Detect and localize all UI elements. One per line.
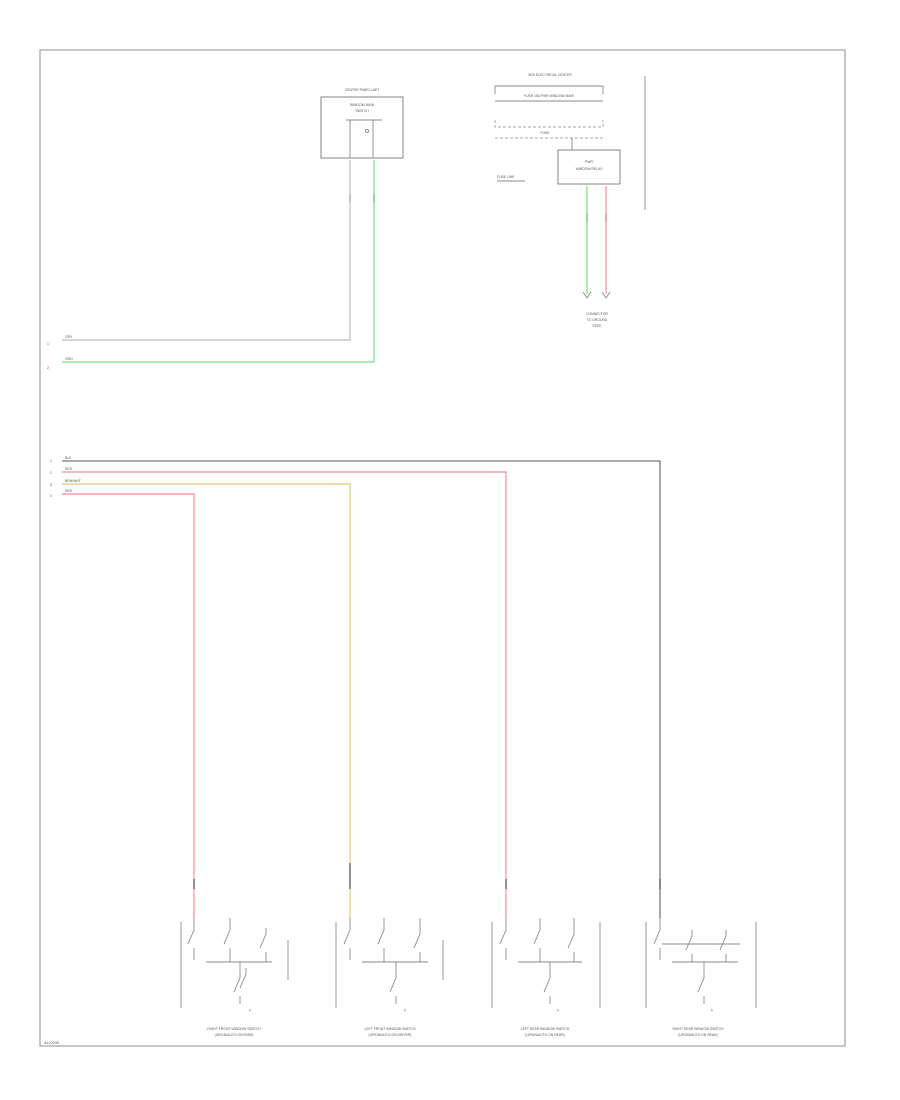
bus-wire-red-2: [62, 471, 507, 918]
link-label: FUSE: [540, 131, 550, 135]
electrical-center: SEE ELECTRICAL CENTER FUSE 15A PWR WINDO…: [494, 73, 646, 328]
fuse-label: FUSE 15A PWR WINDOW MAIN: [524, 94, 574, 98]
relay-arrow-a: [582, 291, 592, 299]
left-wire-1-num: 1: [47, 342, 49, 346]
center-panel-unit-box: [320, 96, 404, 159]
pwr-window-relay-box: [557, 149, 621, 185]
center-panel-unit-title: CENTER PANEL UNIT: [345, 88, 379, 92]
switch-right-front-label-1: RIGHT FRONT WINDOW SWITCH: [207, 1027, 261, 1031]
bus-wire-4-color: RED: [65, 489, 73, 493]
center-panel-unit-line-2: SWITCH: [355, 109, 369, 113]
bus-wire-brown-white: [62, 483, 351, 918]
bus-wire-2-num: 2: [50, 471, 52, 475]
switch-right-front-ground: ⏚: [248, 1007, 251, 1012]
switch-right-rear-label-1: RIGHT REAR WINDOW SWITCH: [673, 1027, 725, 1031]
bus-wire-3-num: 3: [50, 483, 52, 487]
left-wire-2-color: GRN: [65, 357, 73, 361]
center-panel-unit-line-1: WINDOW MAIN: [350, 103, 375, 107]
switch-left-rear-label-2: (UP/DN/AUTO ON REAR): [525, 1033, 565, 1037]
diagram-frame: [39, 49, 846, 1047]
pwr-window-relay-line-1: PWR: [585, 160, 593, 164]
switch-left-front: ⏚ LEFT FRONT WINDOW SWITCH (UP/DN/AUTO O…: [335, 918, 444, 1037]
feed-label-3: FEED: [592, 324, 602, 328]
switch-right-rear-label-2: (UP/DN/AUTO ON REAR): [678, 1033, 718, 1037]
switch-left-front-label-2: (UP/DN/AUTO ON DRIVER): [369, 1033, 412, 1037]
bus-wires: [62, 460, 661, 918]
page-code: A110205: [44, 1041, 59, 1045]
relay-arrow-b: [601, 291, 611, 299]
bus-wire-3-color: BRN/WHT: [65, 479, 81, 483]
switch-right-front-label-2: (UP/DN/AUTO ON PASS): [215, 1033, 254, 1037]
bus-wire-1-num: 1: [50, 459, 52, 463]
left-wire-2-num: 2: [47, 366, 49, 370]
pwr-window-relay-line-2: WINDOW RELAY: [576, 167, 603, 171]
gray-wire: [62, 160, 351, 341]
feed-label-2: TO GROUND: [587, 318, 608, 322]
center-panel-unit: CENTER PANEL UNIT WINDOW MAIN SWITCH: [320, 88, 404, 202]
feed-label-1: CONNECTOR: [586, 312, 608, 316]
bus-wire-black: [62, 460, 661, 918]
switch-left-rear-label-1: LEFT REAR WINDOW SWITCH: [521, 1027, 570, 1031]
switch-left-rear-ground: ⏚: [556, 1007, 559, 1012]
switch-left-rear: ⏚ LEFT REAR WINDOW SWITCH (UP/DN/AUTO ON…: [491, 918, 601, 1037]
bus-wire-1-color: BLK: [65, 456, 72, 460]
switch-left-front-ground: ⏚: [403, 1007, 406, 1012]
green-wire: [62, 160, 375, 363]
switch-right-front: ⏚ RIGHT FRONT WINDOW SWITCH (UP/DN/AUTO …: [180, 918, 289, 1037]
bus-wire-red-4: [62, 493, 195, 918]
left-wire-1-color: GRY: [65, 335, 73, 339]
switch-right-rear-ground: ⏚: [710, 1007, 713, 1012]
center-panel-unit-dot: [364, 128, 370, 134]
electrical-center-title: SEE ELECTRICAL CENTER: [528, 73, 572, 77]
fuse-link-side-label: FUSE LINK: [497, 175, 515, 179]
bus-wire-2-color: RED: [65, 467, 73, 471]
bus-wire-4-num: 4: [50, 494, 52, 498]
switch-right-rear: ⏚ RIGHT REAR WINDOW SWITCH (UP/DN/AUTO O…: [645, 918, 757, 1037]
electrical-center-bracket: [494, 85, 604, 94]
switch-left-front-label-1: LEFT FRONT WINDOW SWITCH: [365, 1027, 416, 1031]
fuse-link-dashed: [494, 120, 604, 128]
